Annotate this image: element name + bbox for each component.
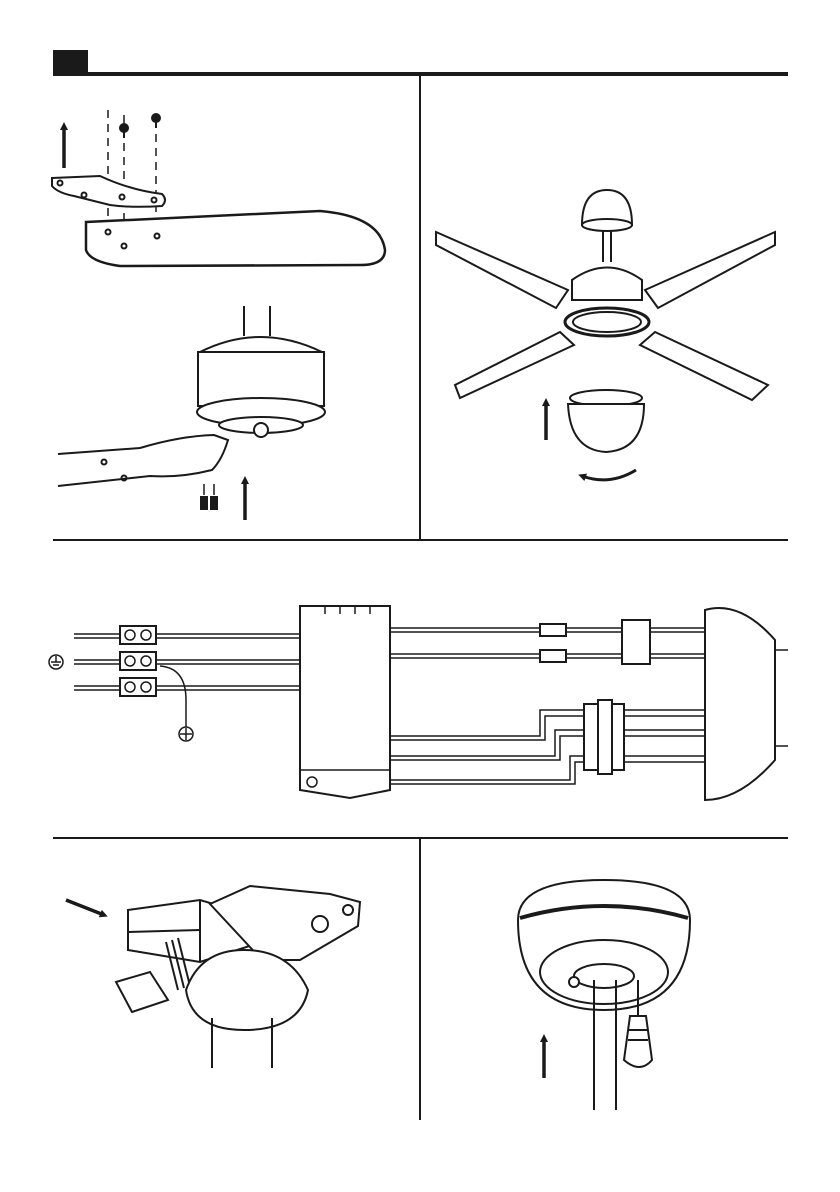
blade-into-housing <box>58 435 228 486</box>
motor-housing <box>197 306 325 437</box>
fan-motor <box>565 268 649 337</box>
motor-side <box>705 608 788 800</box>
receiver-box <box>300 606 390 798</box>
earth-lug <box>179 727 193 741</box>
connector-icon <box>540 620 650 774</box>
page-header <box>53 50 788 76</box>
panel-receiver-insert <box>66 886 360 1068</box>
ceiling-canopy <box>582 190 632 262</box>
terminal-block-icon <box>120 626 156 696</box>
panel-blade-bracket <box>52 110 385 520</box>
light-globe <box>568 390 644 452</box>
header-rule <box>53 72 788 76</box>
screw-icon <box>120 114 160 138</box>
canopy <box>186 950 308 1068</box>
panel-light-kit <box>436 190 775 480</box>
earth-icon <box>49 655 63 669</box>
header-tab <box>53 50 88 72</box>
fan-blade <box>86 211 385 266</box>
panel-canopy-fix <box>518 880 690 1110</box>
blade-bracket <box>52 176 165 207</box>
arrow-icon <box>66 900 104 915</box>
supply-wires <box>74 634 300 728</box>
screw-icon <box>201 484 217 509</box>
panel-wiring <box>49 606 788 800</box>
rotate-arrow-icon <box>582 470 636 480</box>
